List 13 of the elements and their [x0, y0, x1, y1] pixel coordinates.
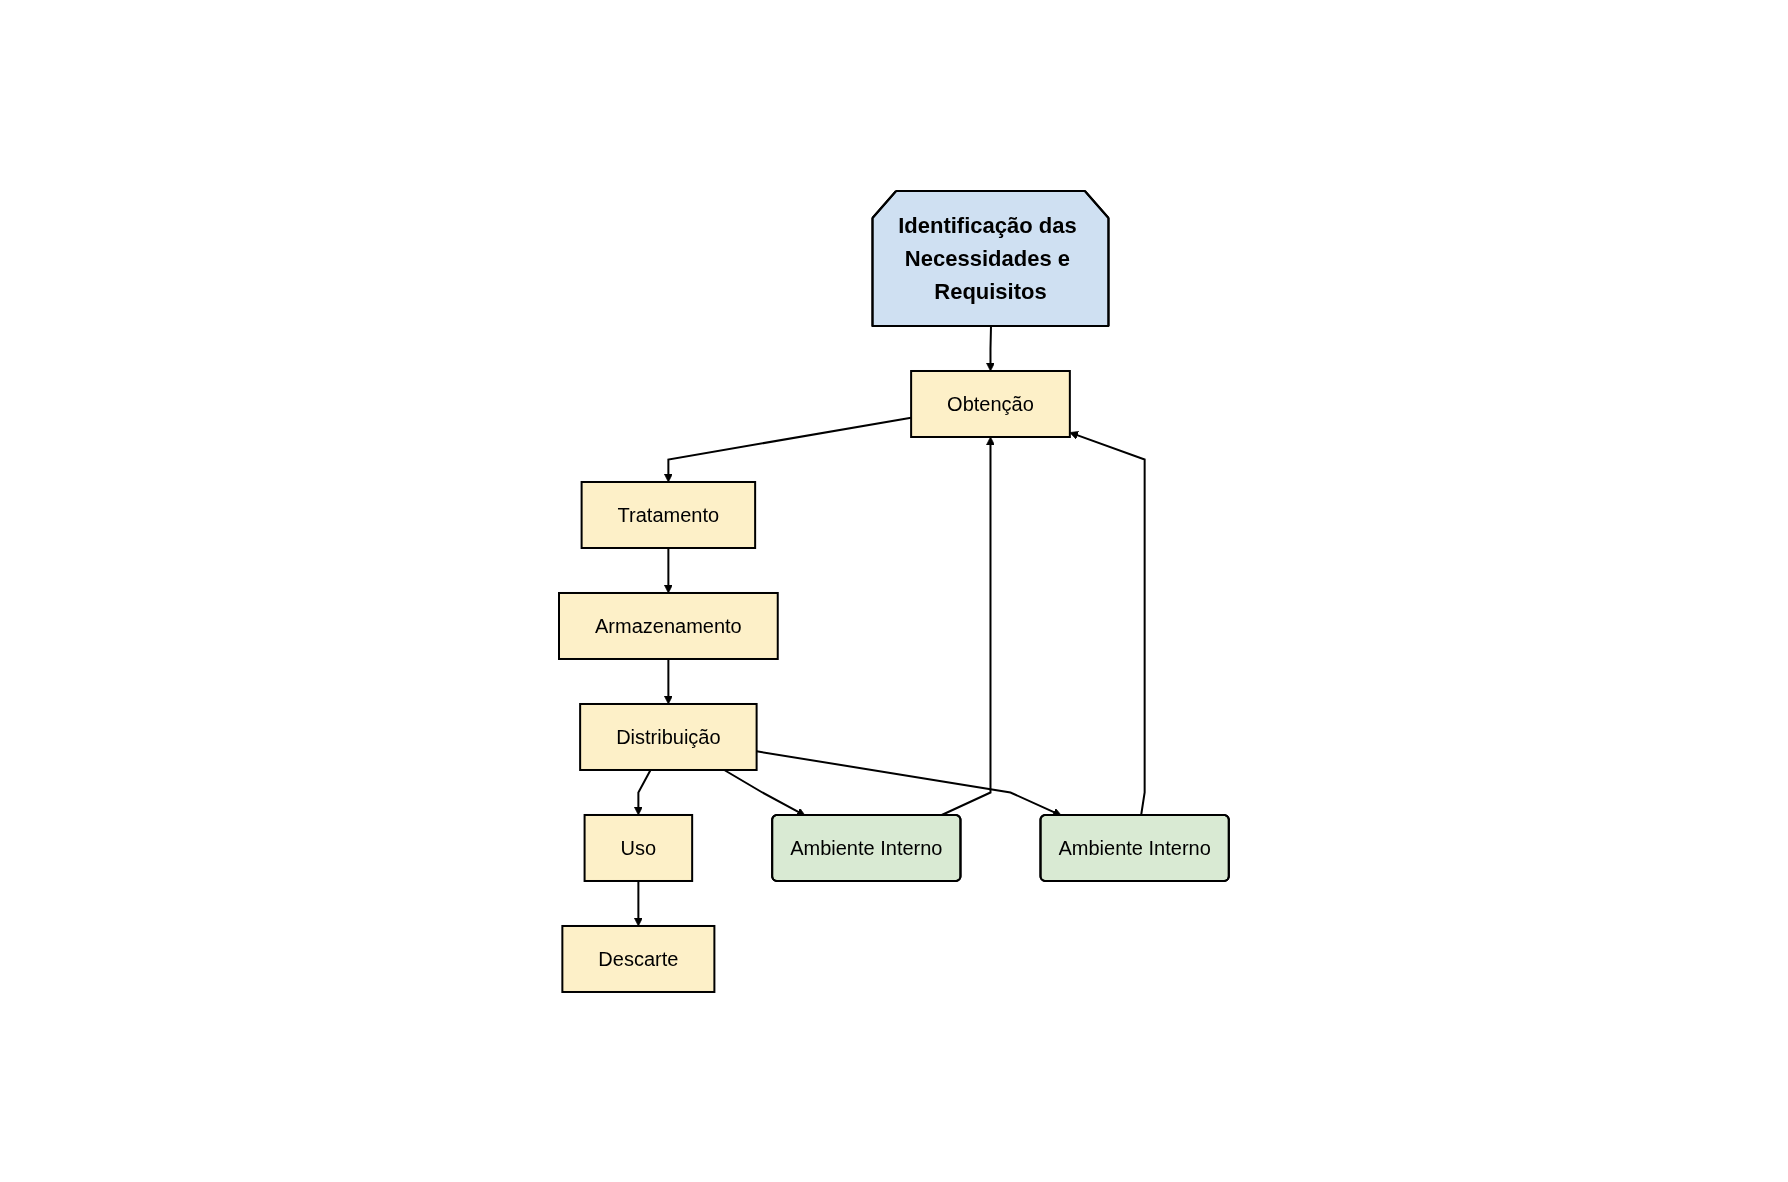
arrow: [986, 325, 995, 371]
node-box: Tratamento: [580, 480, 757, 549]
arrow: [664, 657, 673, 704]
node-box: Descarte: [561, 924, 716, 993]
arrow: [723, 768, 806, 816]
node-box: Distribuição: [579, 702, 758, 771]
node-box: Uso: [583, 813, 694, 882]
node-box: Armazenamento: [558, 591, 779, 660]
arrow: [634, 768, 652, 815]
arrow: [1069, 430, 1146, 816]
arrow: [634, 879, 643, 926]
arrow: [664, 546, 673, 593]
node-box: Obtenção: [910, 369, 1071, 438]
